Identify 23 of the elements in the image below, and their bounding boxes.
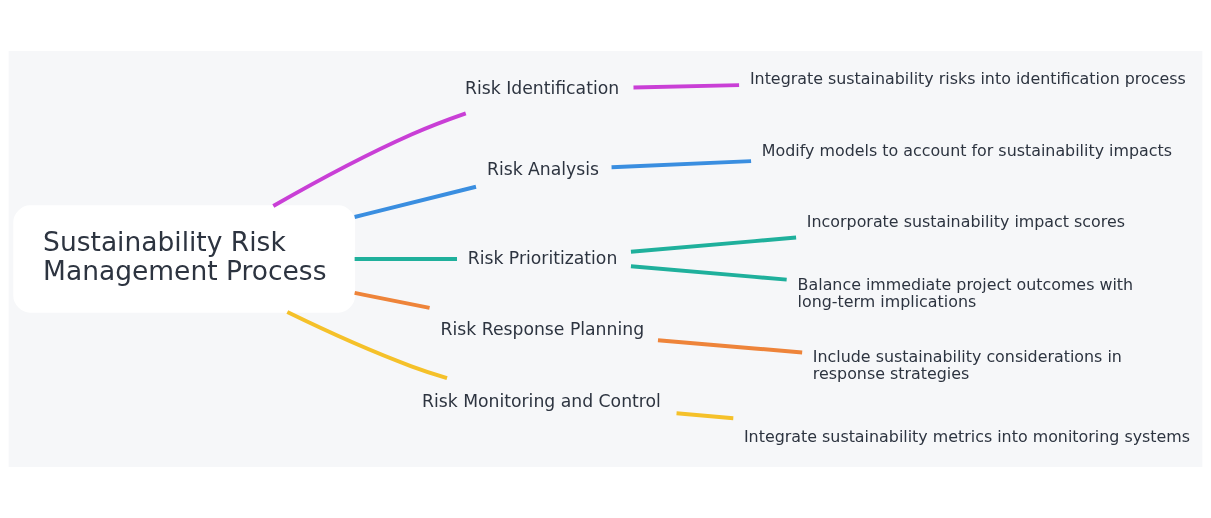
- connector: [630, 264, 787, 282]
- node-text: Modify models to account for sustainability impacts: [761, 140, 1173, 160]
- node-text: Integrate sustainability risks into identification process: [749, 69, 1186, 89]
- node-text: Risk Response Planning: [440, 319, 645, 340]
- node-text: Integrate sustainability metrics into monitoring systems: [743, 426, 1191, 446]
- node-text: Risk Monitoring and Control: [422, 390, 661, 411]
- connector: [676, 411, 734, 421]
- node-text: Risk Identification: [465, 77, 620, 98]
- node-text: Include sustainability considerations in response strategies: [812, 346, 1122, 384]
- connector: [630, 235, 797, 254]
- connector: [354, 184, 477, 219]
- connector: [286, 310, 448, 381]
- node-text: Risk Analysis: [486, 158, 600, 179]
- connector: [611, 159, 752, 170]
- connector: [354, 290, 430, 310]
- connector: [354, 257, 457, 261]
- node-text: Incorporate sustainability impact scores: [806, 212, 1126, 232]
- node-text: Risk Prioritization: [467, 247, 618, 268]
- connector: [633, 83, 740, 90]
- connector: [272, 111, 467, 208]
- node-text: Balance immediate project outcomes with long-term implications: [797, 275, 1134, 312]
- connector: [657, 338, 803, 355]
- node-box: Sustainability Risk Management Process: [13, 205, 356, 313]
